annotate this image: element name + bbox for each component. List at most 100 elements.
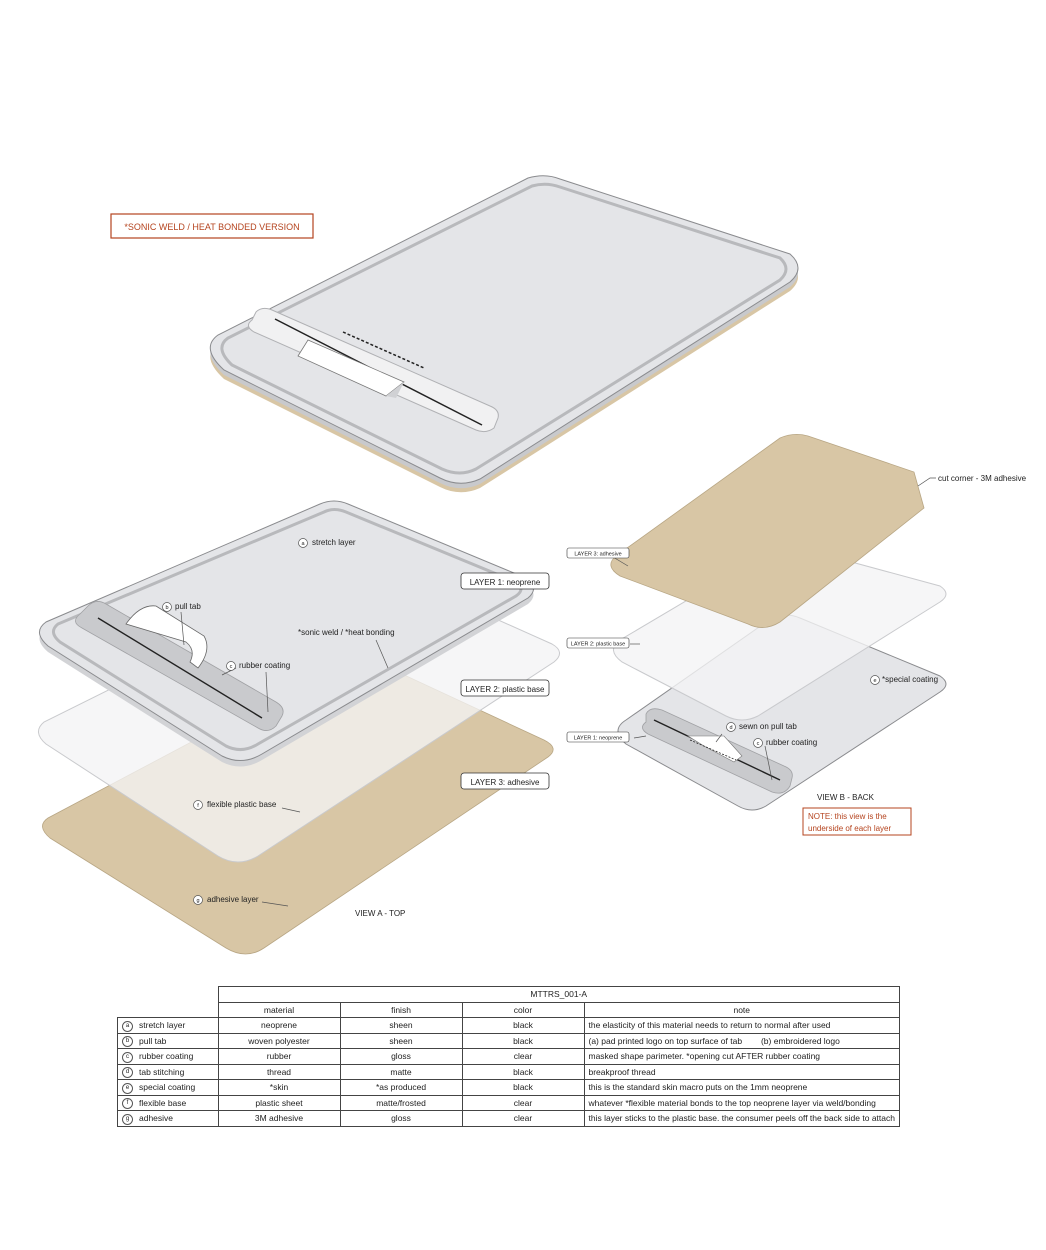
view-b-note-line1: NOTE: this view is the xyxy=(808,812,887,821)
callout-adhesive-layer: adhesive layer xyxy=(207,895,259,904)
row-name: adhesive xyxy=(139,1113,174,1124)
callout-c-letter-b: c xyxy=(757,741,760,747)
layer3-tag-b-text: LAYER 3: adhesive xyxy=(574,552,621,558)
row-note: masked shape parimeter. *opening cut AFT… xyxy=(583,1048,900,1065)
layer1-tag-b xyxy=(566,731,630,743)
sonic-weld-note: *sonic weld / *heat bonding xyxy=(298,628,395,637)
layer1-tag-a xyxy=(460,572,550,590)
row-letter: f xyxy=(122,1098,133,1109)
row-finish: matte xyxy=(339,1063,463,1080)
callout-pull-tab: pull tab xyxy=(175,602,201,611)
row-label: f flexible base xyxy=(117,1094,219,1111)
callout-special-coating: *special coating xyxy=(882,675,938,684)
row-finish: *as produced xyxy=(339,1079,463,1096)
row-note: this layer sticks to the plastic base. t… xyxy=(583,1110,900,1127)
row-note: (a) pad printed logo on top surface of t… xyxy=(583,1032,900,1049)
callout-e-letter: e xyxy=(873,678,876,684)
neoprene-layer-a xyxy=(39,500,534,767)
row-color: black xyxy=(461,1063,585,1080)
callout-f-letter: f xyxy=(197,803,199,809)
layer3-tag-a xyxy=(460,772,550,790)
header-finish: finish xyxy=(339,1001,463,1018)
row-label: b pull tab xyxy=(117,1032,219,1049)
callout-rubber-coating-b: rubber coating xyxy=(766,738,817,747)
callout-rubber-coating-a: rubber coating xyxy=(239,661,290,670)
row-color: black xyxy=(461,1079,585,1096)
row-material: rubber xyxy=(217,1048,341,1065)
materials-table: MTTRS_001-A material finish color note a… xyxy=(117,986,900,1127)
row-color: clear xyxy=(461,1048,585,1065)
row-note: the elasticity of this material needs to… xyxy=(583,1017,900,1034)
row-label: a stretch layer xyxy=(117,1017,219,1034)
row-material: *skin xyxy=(217,1079,341,1096)
row-note: this is the standard skin macro puts on … xyxy=(583,1079,900,1096)
view-b-note-line2: underside of each layer xyxy=(808,824,892,833)
table-title: MTTRS_001-A xyxy=(217,986,900,1003)
row-finish: sheen xyxy=(339,1017,463,1034)
version-label: *SONIC WELD / HEAT BONDED VERSION xyxy=(124,222,299,232)
row-letter: d xyxy=(122,1067,133,1078)
callout-c-letter-a: c xyxy=(230,664,233,670)
view-a-title: VIEW A - TOP xyxy=(355,909,405,918)
row-letter: c xyxy=(122,1051,133,1063)
row-color: black xyxy=(461,1017,585,1034)
row-label: g adhesive xyxy=(117,1110,219,1127)
row-letter: b xyxy=(122,1036,133,1047)
callout-b-letter: b xyxy=(165,605,168,611)
callout-g-letter: g xyxy=(196,898,199,904)
layer2-tag-a xyxy=(460,679,550,697)
row-finish: matte/frosted xyxy=(339,1094,463,1111)
callout-stretch-layer: stretch layer xyxy=(312,538,356,547)
row-finish: sheen xyxy=(339,1032,463,1049)
layer1-tag-b-text: LAYER 1: neoprene xyxy=(574,736,623,742)
callout-flexible-base: flexible plastic base xyxy=(207,800,277,809)
row-finish: gloss xyxy=(339,1110,463,1127)
row-letter: g xyxy=(122,1113,133,1125)
row-letter: e xyxy=(122,1082,133,1094)
row-name: rubber coating xyxy=(139,1051,194,1062)
callout-a-letter: a xyxy=(301,541,305,547)
row-label: c rubber coating xyxy=(117,1048,219,1065)
row-material: 3M adhesive xyxy=(217,1110,341,1127)
row-name: special coating xyxy=(139,1082,196,1093)
callout-sewn-tab: sewn on pull tab xyxy=(739,722,797,731)
row-color: clear xyxy=(461,1094,585,1111)
layer3-tag-b xyxy=(566,547,630,559)
version-label-box xyxy=(110,213,314,239)
row-letter: a xyxy=(122,1020,133,1032)
header-material: material xyxy=(217,1001,341,1018)
row-label: e special coating xyxy=(117,1079,219,1096)
layer2-tag-b-text: LAYER 2: plastic base xyxy=(571,642,625,648)
row-material: thread xyxy=(217,1063,341,1080)
row-name: flexible base xyxy=(139,1097,187,1108)
layer2-tag-b xyxy=(566,637,630,649)
row-material: woven polyester xyxy=(217,1032,341,1049)
layer3-tag-a-text: LAYER 3: adhesive xyxy=(471,778,540,787)
header-note: note xyxy=(583,1001,900,1018)
header-color: color xyxy=(461,1001,585,1018)
row-finish: gloss xyxy=(339,1048,463,1065)
row-name: tab stitching xyxy=(139,1066,185,1077)
layer2-tag-a-text: LAYER 2: plastic base xyxy=(465,685,545,694)
row-note: whatever *flexible material bonds to the… xyxy=(583,1094,900,1111)
row-material: neoprene xyxy=(217,1017,341,1034)
callout-d-letter: d xyxy=(729,725,732,731)
cut-corner-label: cut corner - 3M adhesive xyxy=(938,474,1027,483)
row-color: black xyxy=(461,1032,585,1049)
adhesive-layer-b xyxy=(610,434,925,628)
assembled-pad xyxy=(209,175,799,493)
row-name: pull tab xyxy=(139,1035,167,1046)
row-note: breakproof thread xyxy=(583,1063,900,1080)
row-material: plastic sheet xyxy=(217,1094,341,1111)
view-b-title: VIEW B - BACK xyxy=(817,793,875,802)
view-b-note-box xyxy=(802,807,912,836)
row-name: stretch layer xyxy=(139,1020,186,1031)
